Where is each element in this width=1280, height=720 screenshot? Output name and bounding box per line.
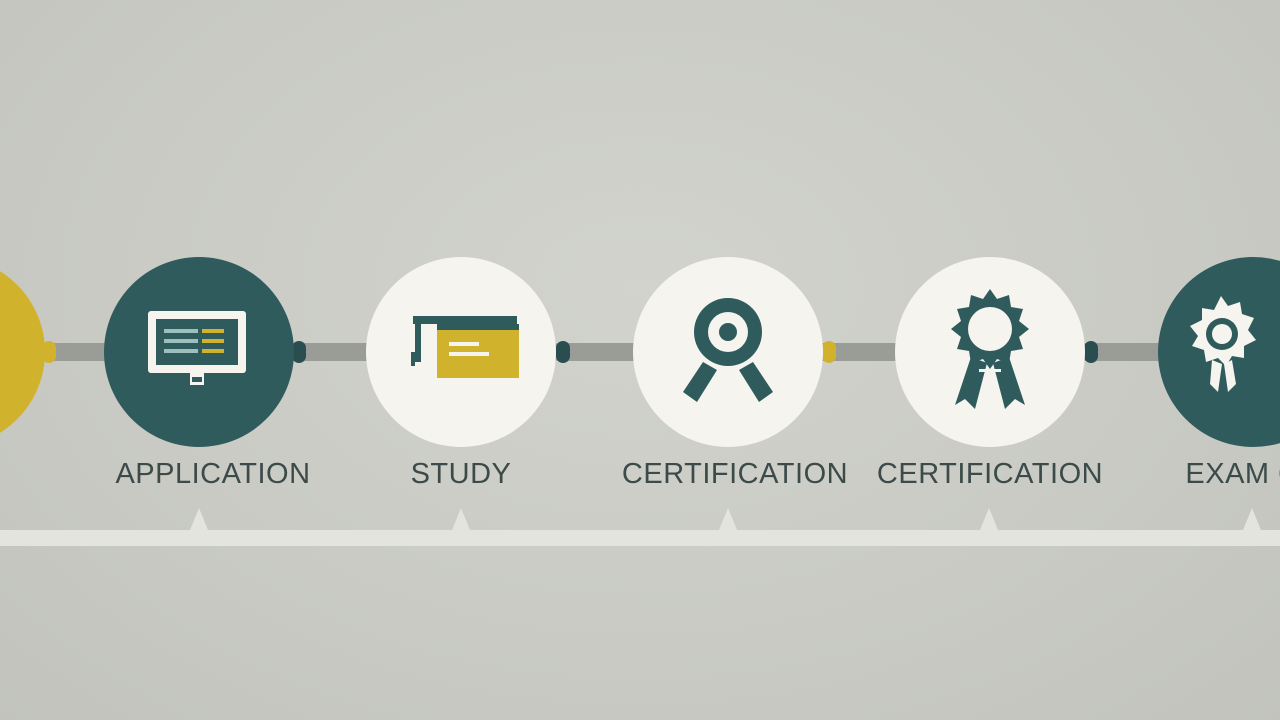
connector-knob	[556, 341, 570, 363]
connector-line	[815, 343, 915, 361]
connector-line	[1075, 343, 1175, 361]
step-label-certification-1: CERTIFICATION	[621, 458, 849, 490]
connector-knob	[1084, 341, 1098, 363]
connector-line	[290, 343, 390, 361]
step-circle-application	[104, 257, 294, 447]
step-circle-exam	[0, 257, 45, 447]
monitor-application-icon	[148, 311, 246, 385]
baseline-tick	[190, 508, 208, 530]
timeline-baseline	[0, 530, 1280, 546]
rosette-ribbon-icon	[951, 289, 1029, 409]
baseline-tick	[719, 508, 737, 530]
step-circle-certification-2	[895, 257, 1085, 447]
award-medal-icon	[683, 298, 773, 402]
baseline-tick	[452, 508, 470, 530]
step-circle-study	[366, 257, 556, 447]
connector-line	[550, 343, 650, 361]
connector-knob	[42, 341, 56, 363]
step-circle-exam-6b	[1158, 257, 1280, 447]
step-label-certification-2: CERTIFICATION	[876, 458, 1104, 490]
connector-knob	[292, 341, 306, 363]
step-circle-certification-1	[633, 257, 823, 447]
study-board-icon	[411, 316, 519, 378]
step-label-exam: XAM	[0, 458, 100, 491]
baseline-tick	[980, 508, 998, 530]
baseline-tick	[1243, 508, 1261, 530]
gear-ribbon-icon	[1190, 296, 1256, 392]
step-label-study: STUDY	[410, 458, 512, 490]
step-label-exam-6b: EXAM 6B	[1185, 458, 1280, 490]
connector-knob	[822, 341, 836, 363]
step-label-application: APPLICATION	[115, 458, 311, 490]
